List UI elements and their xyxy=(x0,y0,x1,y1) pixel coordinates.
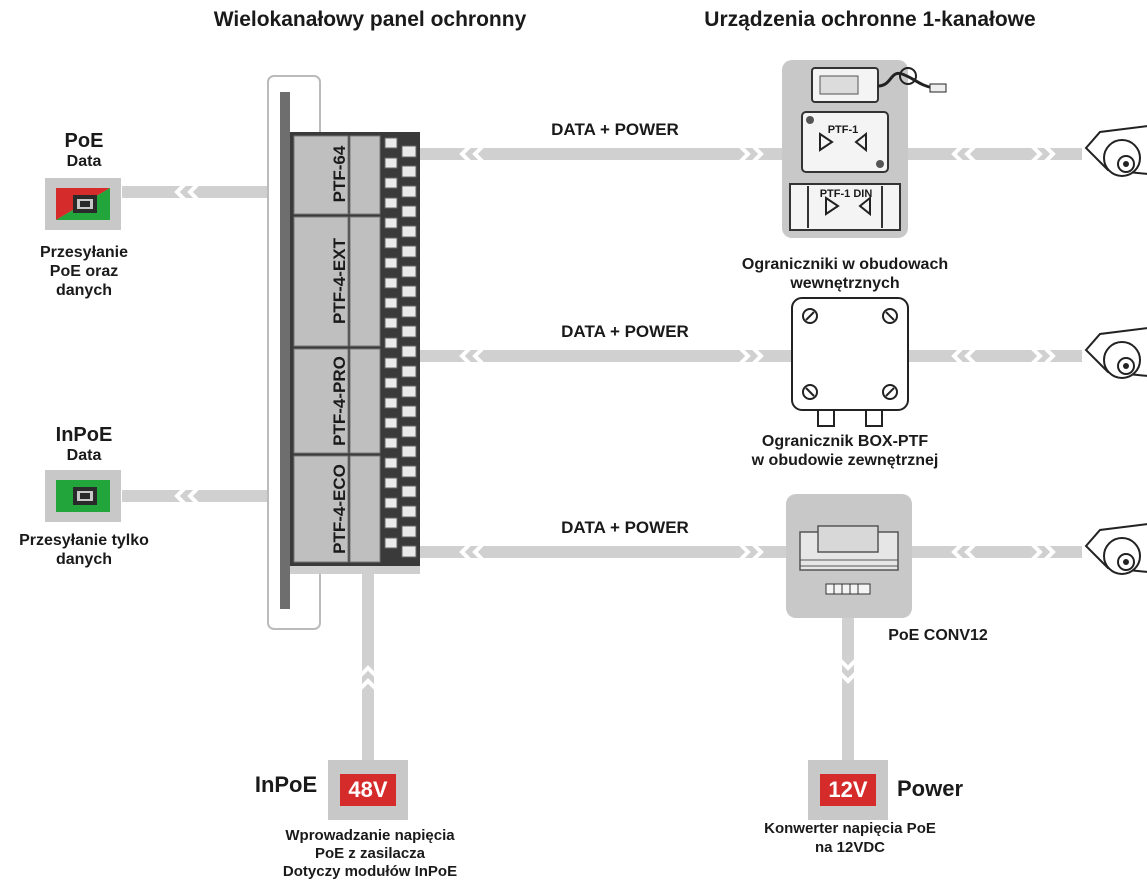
ptf-1-din-label: PTF-1 DIN xyxy=(819,188,873,200)
poe-caption-2: PoE oraz xyxy=(49,263,119,280)
camera-icon xyxy=(1084,523,1147,575)
camera-icon xyxy=(1084,125,1147,177)
power-caption-2: na 12VDC xyxy=(814,839,886,856)
inpoe-caption-1: Przesyłanie tylko xyxy=(19,532,149,549)
flow-inpoe xyxy=(122,490,272,502)
panel-header: Wielokanałowy panel ochronny xyxy=(213,8,527,31)
box-caption-1: Ogranicznik BOX-PTF xyxy=(761,433,929,450)
panel-port-grid xyxy=(384,137,417,558)
camera-icon xyxy=(1084,327,1147,379)
flow-poe xyxy=(122,186,272,198)
indoor-caption-2: wewnętrznych xyxy=(790,275,900,292)
link-label-3: DATA + POWER xyxy=(561,518,689,537)
ptf-1-label: PTF-1 xyxy=(827,124,859,136)
devices-header: Urządzenia ochronne 1-kanałowe xyxy=(704,8,1036,31)
conv-caption: PoE CONV12 xyxy=(888,627,988,644)
inpoe-input-caption-1: Wprowadzanie napięcia xyxy=(285,827,455,844)
voltage-12v-badge: 12V xyxy=(820,774,876,806)
power-caption-1: Konwerter napięcia PoE xyxy=(764,820,936,837)
inpoe-input-label: InPoE xyxy=(254,772,318,797)
inpoe-port-icon xyxy=(45,470,121,522)
box-ptf-device xyxy=(791,297,909,427)
inpoe-input-caption-3: Dotyczy modułów InPoE xyxy=(282,863,458,880)
indoor-limiters-device xyxy=(782,60,947,238)
link-label-1: DATA + POWER xyxy=(551,120,679,139)
poe-port-subtitle: Data xyxy=(66,153,102,170)
flow-48v xyxy=(362,568,374,760)
flow-row2-right xyxy=(908,350,1082,362)
flow-row1-left xyxy=(420,148,782,160)
indoor-caption-1: Ograniczniki w obudowach xyxy=(741,256,949,273)
poe-caption-1: Przesyłanie xyxy=(39,244,129,261)
inpoe-caption-2: danych xyxy=(55,551,112,568)
poe-port-title: PoE xyxy=(64,130,104,152)
inpoe-port-subtitle: Data xyxy=(66,447,102,464)
flow-row3-right xyxy=(908,546,1082,558)
flow-chevrons xyxy=(174,144,1056,691)
link-label-2: DATA + POWER xyxy=(561,322,689,341)
voltage-48v-badge: 48V xyxy=(340,774,396,806)
box-caption-2: w obudowie zewnętrznej xyxy=(751,452,939,469)
inpoe-port-title: InPoE xyxy=(55,424,113,446)
poe-caption-3: danych xyxy=(55,282,112,299)
flow-row3-left xyxy=(420,546,788,558)
poe-conv12-device xyxy=(786,494,912,618)
flow-12v xyxy=(842,612,854,760)
module-label-ptf-4-eco: PTF-4-ECO xyxy=(330,464,349,554)
flow-row1-right xyxy=(908,148,1082,160)
power-label: Power xyxy=(896,776,964,801)
flow-row2-left xyxy=(420,350,792,362)
poe-port-icon xyxy=(45,178,121,230)
protection-panel xyxy=(267,75,420,630)
inpoe-input-caption-2: PoE z zasilacza xyxy=(314,845,426,862)
